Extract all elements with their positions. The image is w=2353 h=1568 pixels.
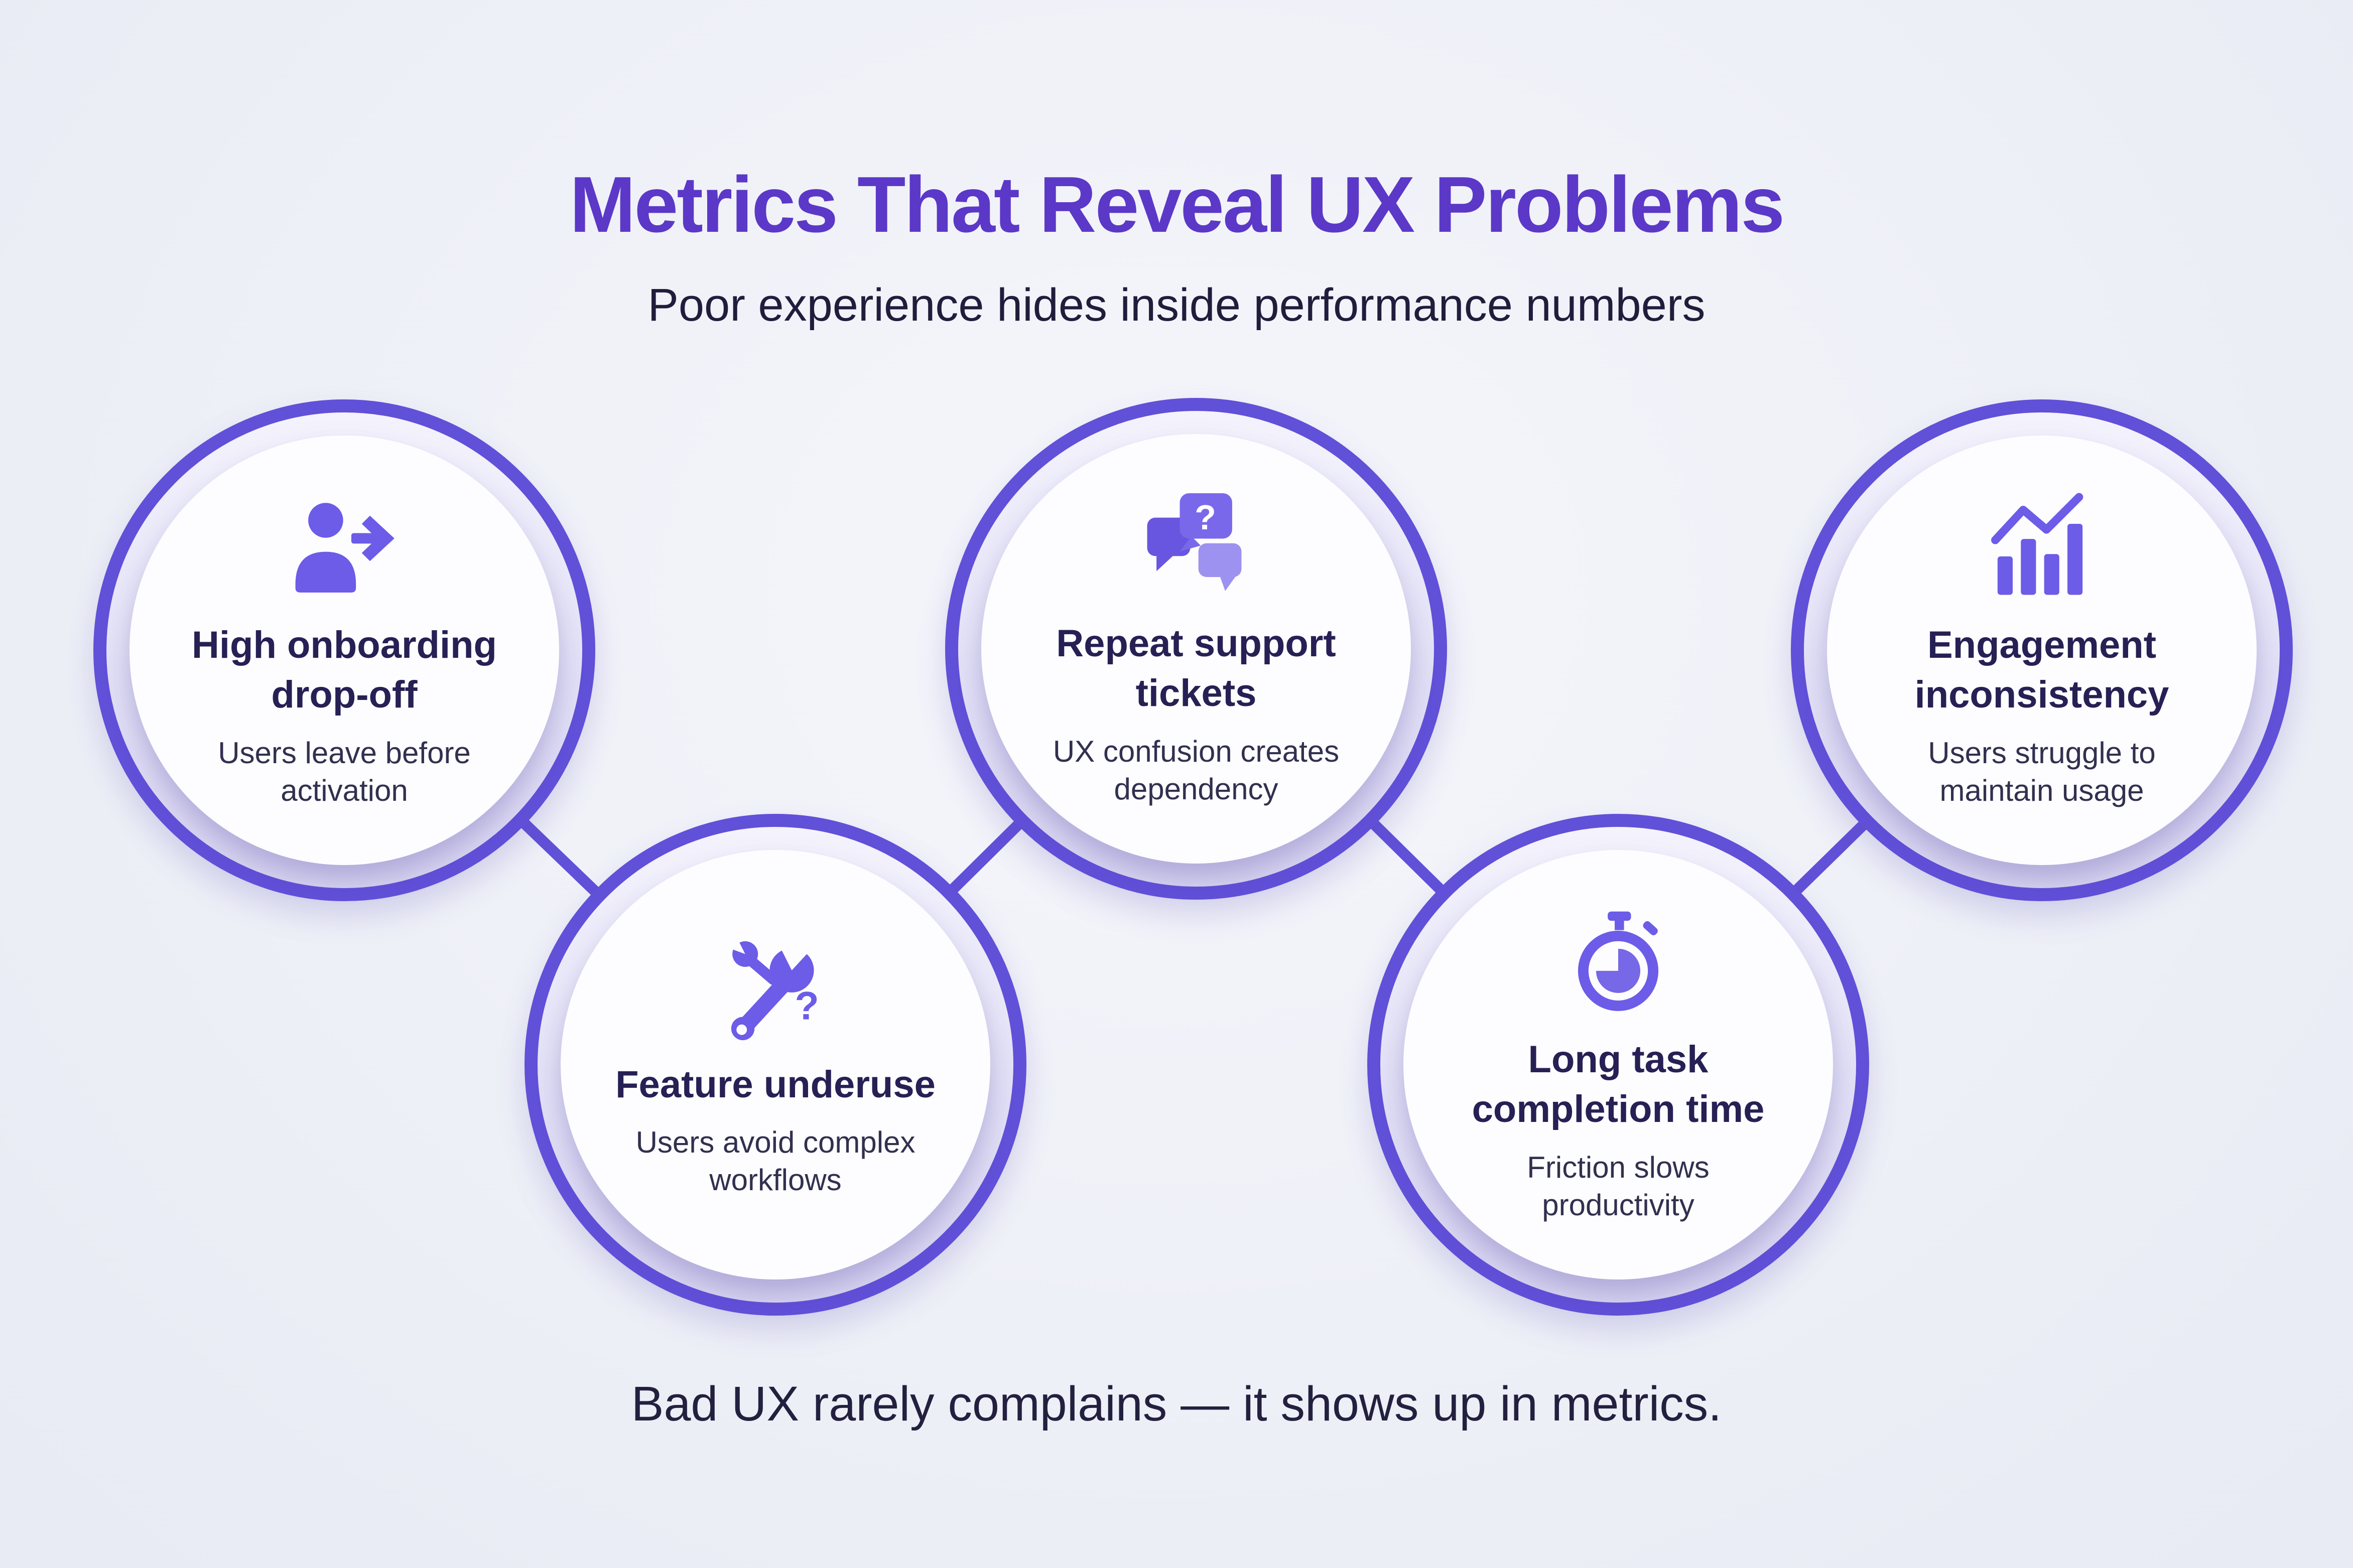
node-repeat-support-tickets: ? Repeat support tickets UX confusion cr… [945, 398, 1447, 900]
user-leave-icon [295, 503, 395, 593]
node-disc: High onboarding drop-off Users leave bef… [129, 436, 559, 865]
node-disc: ? Feature underuse Users avoid complex w… [561, 850, 990, 1279]
node-title: Long task completion time [1472, 1038, 1765, 1130]
wrench-question-icon: ? [723, 930, 819, 1040]
page-subtitle: Poor experience hides inside performance… [647, 279, 1706, 331]
svg-text:?: ? [1195, 498, 1216, 537]
node-engagement-inconsistency: Engagement inconsistency Users struggle … [1791, 399, 2293, 901]
node-description: Users struggle to maintain usage [1928, 736, 2156, 807]
node-onboarding-dropoff: High onboarding drop-off Users leave bef… [93, 399, 595, 901]
node-title: Engagement inconsistency [1914, 624, 2169, 716]
node-title: Repeat support tickets [1056, 622, 1336, 715]
node-disc: ? Repeat support tickets UX confusion cr… [981, 434, 1411, 864]
node-long-task-completion: Long task completion time Friction slows… [1367, 814, 1869, 1316]
bar-chart-trend-icon [1991, 493, 2083, 595]
node-description: Friction slows productivity [1527, 1150, 1710, 1222]
page-title: Metrics That Reveal UX Problems [569, 161, 1785, 249]
node-title: High onboarding drop-off [192, 624, 497, 716]
node-description: Users leave before activation [218, 736, 471, 807]
footer-note: Bad UX rarely complains — it shows up in… [631, 1376, 1722, 1431]
chat-question-icon: ? [1147, 493, 1242, 592]
node-title: Feature underuse [615, 1063, 936, 1106]
node-disc: Long task completion time Friction slows… [1403, 850, 1833, 1279]
stopwatch-icon [1578, 911, 1659, 1012]
node-disc: Engagement inconsistency Users struggle … [1827, 436, 2257, 865]
node-feature-underuse: ? Feature underuse Users avoid complex w… [525, 814, 1026, 1316]
node-description: Users avoid complex workflows [635, 1125, 916, 1197]
svg-text:?: ? [795, 983, 819, 1028]
node-description: UX confusion creates dependency [1053, 734, 1340, 806]
